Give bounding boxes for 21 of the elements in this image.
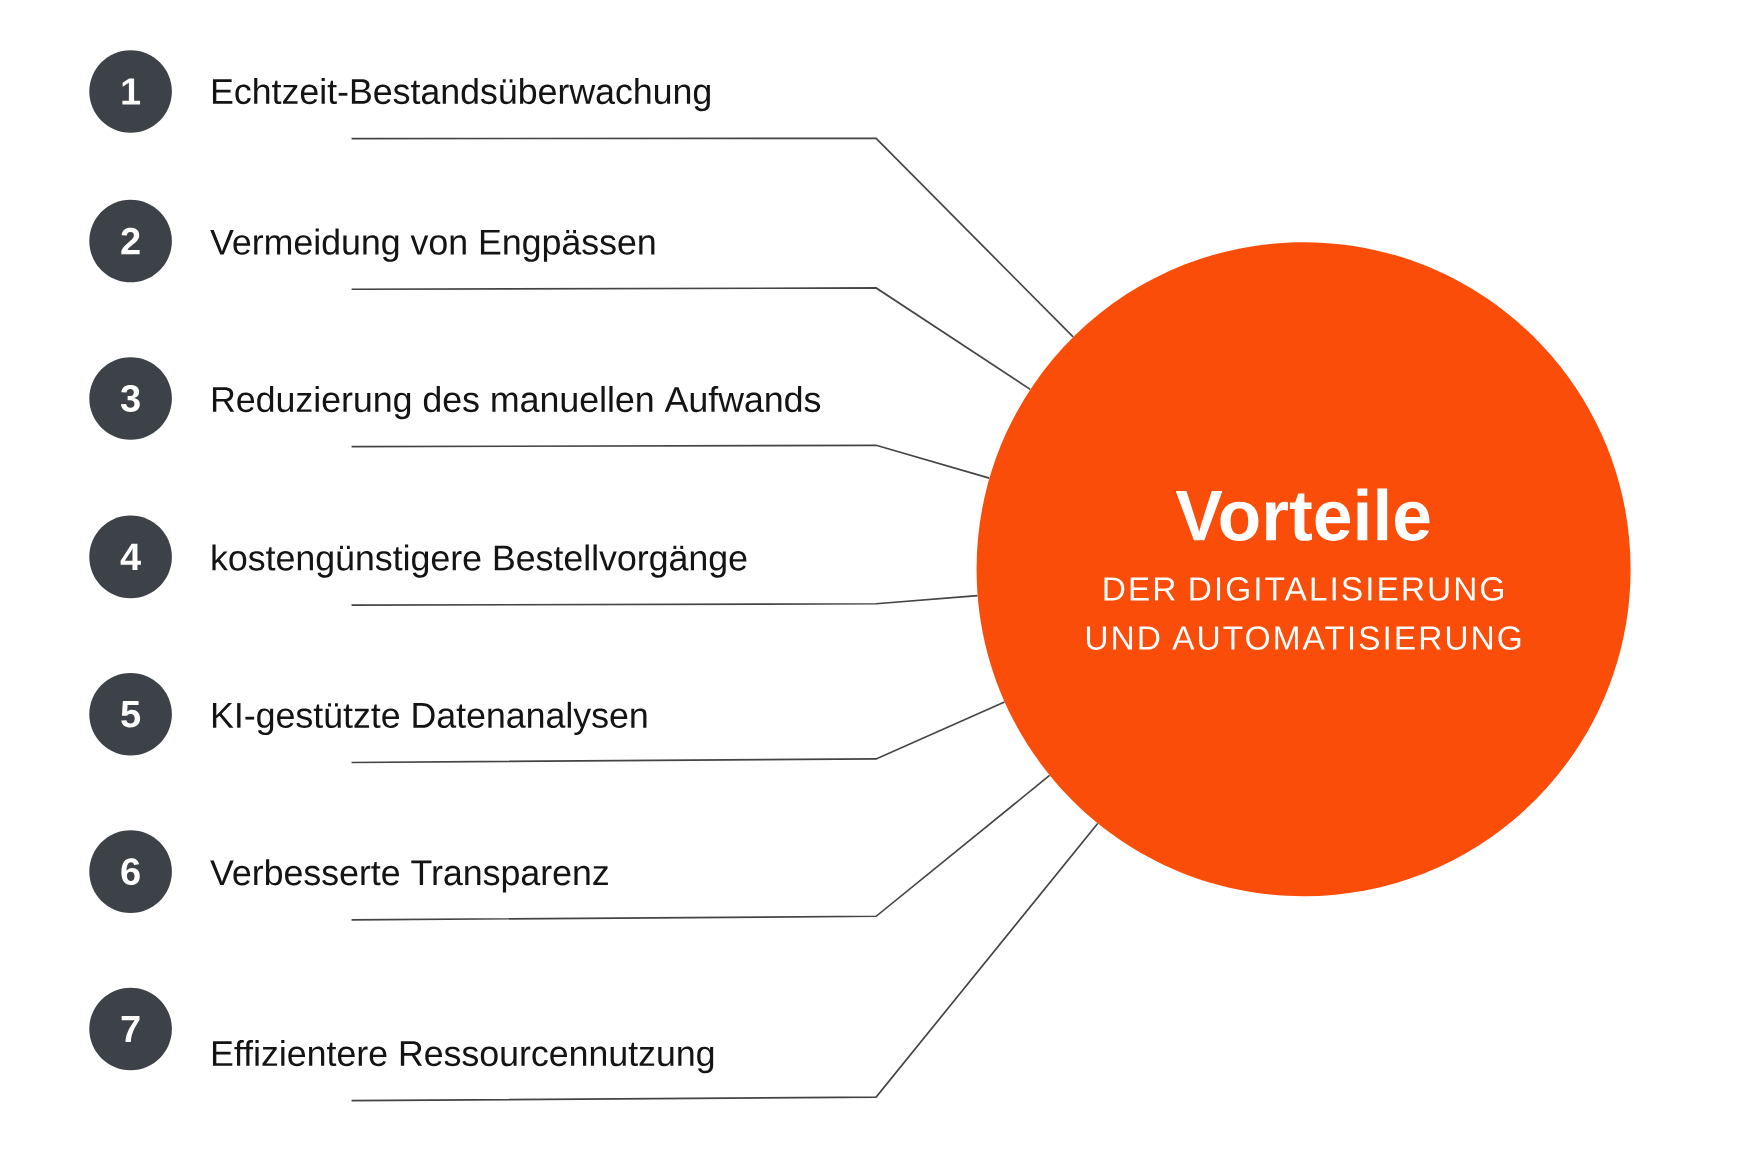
leader-line [350, 594, 979, 607]
item-label: kostengünstigere Bestellvorgänge [212, 544, 747, 578]
number-badge: 5 [89, 673, 172, 756]
leader-line [350, 444, 991, 480]
number-badge: 2 [89, 200, 172, 283]
number-badge: 7 [89, 987, 172, 1071]
leader-line [350, 822, 1099, 1102]
leader-line [350, 137, 1074, 338]
leader-line [350, 774, 1051, 921]
number-badge: 4 [89, 515, 172, 599]
item-label: Effizientere Ressourcennutzung [212, 1040, 714, 1074]
leader-line [350, 701, 1006, 764]
leader-line [350, 287, 1032, 391]
item-label: Vermeidung von Engpässen [210, 228, 655, 263]
number-badge: 1 [89, 50, 172, 133]
item-label: Echtzeit-Bestandsüberwachung [212, 78, 710, 112]
item-label: KI-gestützte Datenanalysen [212, 702, 647, 736]
number-badge: 6 [89, 830, 172, 914]
item-label: Verbesserte Transparenz [210, 859, 608, 893]
item-label: Reduzierung des manuellen Aufwands [212, 386, 821, 420]
number-badge: 3 [89, 357, 172, 440]
